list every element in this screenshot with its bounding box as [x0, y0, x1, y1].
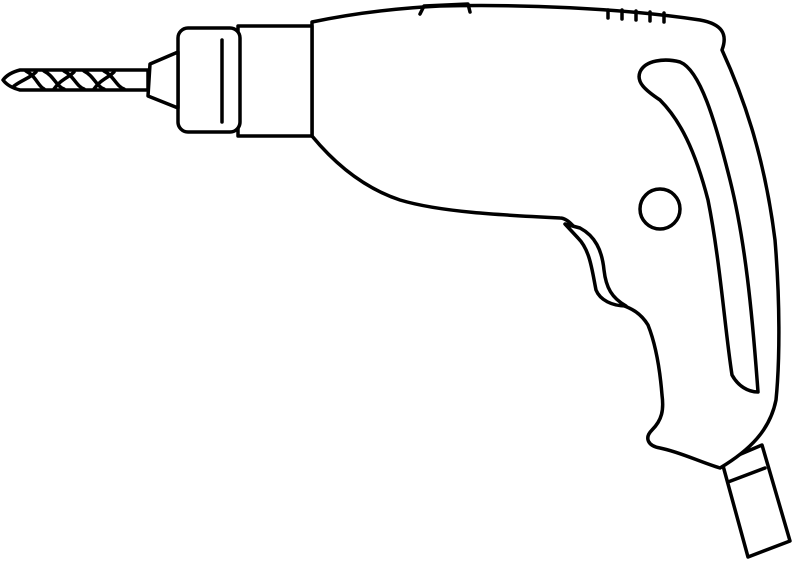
collar [236, 24, 314, 138]
grip-panel [637, 58, 760, 394]
drill-body [310, 3, 781, 470]
chuck [176, 26, 242, 134]
power-cord [720, 443, 792, 559]
drill-bit [1, 68, 150, 92]
trigger [563, 222, 628, 308]
chuck-nose [146, 50, 180, 110]
lock-button [638, 187, 682, 231]
vent-slots [606, 8, 666, 24]
top-slot [418, 2, 472, 16]
